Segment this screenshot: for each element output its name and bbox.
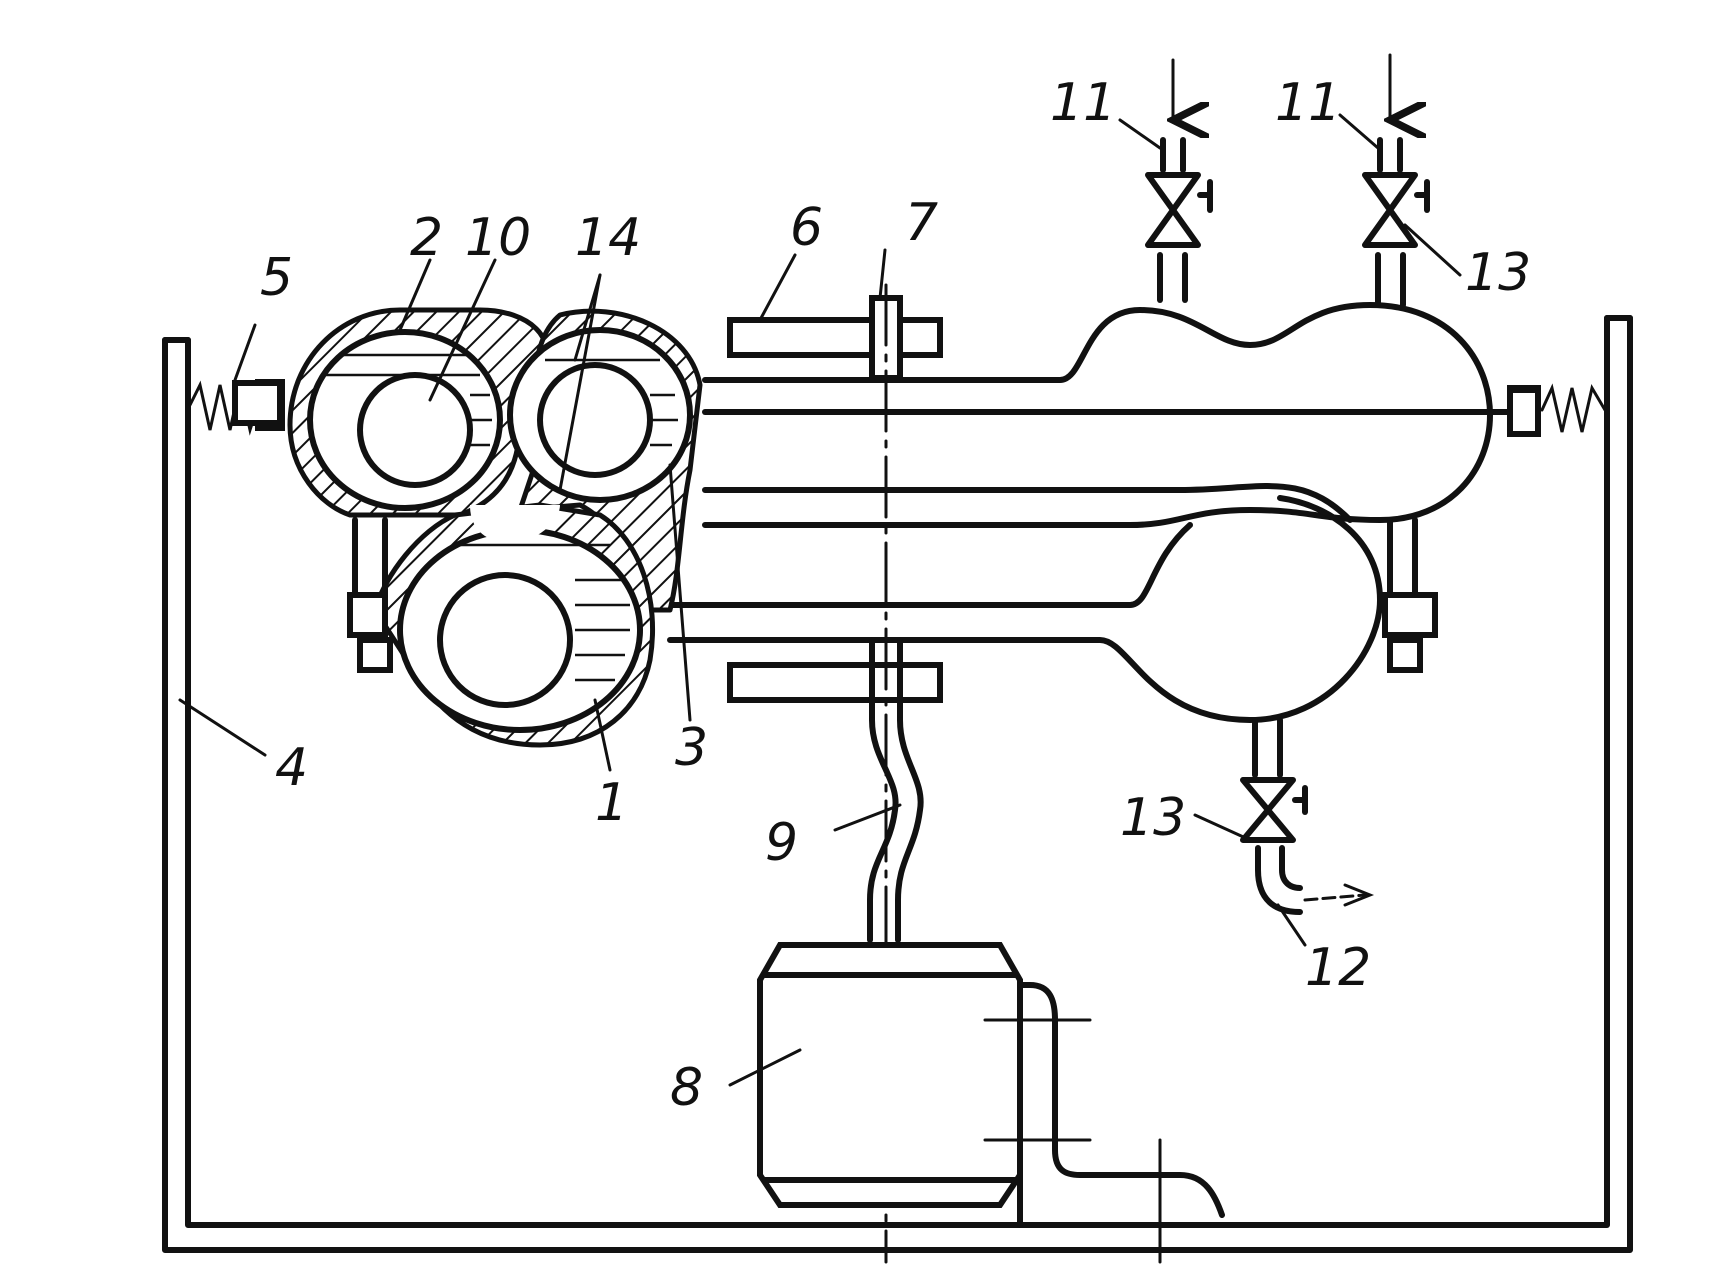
leader-lines xyxy=(178,113,1462,1087)
label-14: 14 xyxy=(575,208,641,268)
label-1: 1 xyxy=(595,773,628,833)
liquid-lines xyxy=(325,353,678,682)
label-11-right: 11 xyxy=(1275,73,1341,133)
label-13-bottom: 13 xyxy=(1120,788,1186,848)
grinding-ball-lower xyxy=(437,572,573,708)
label-7: 7 xyxy=(905,193,938,253)
flexible-coupling xyxy=(867,717,924,943)
label-5: 5 xyxy=(260,248,293,308)
unbalance-weight-top xyxy=(727,317,943,358)
unbalance-weight-bottom xyxy=(727,662,943,703)
label-4: 4 xyxy=(275,738,308,798)
electric-motor xyxy=(757,942,1225,1264)
label-11-left: 11 xyxy=(1050,73,1116,133)
label-2: 2 xyxy=(410,208,443,268)
callout-labels: 5 2 10 14 6 7 11 11 13 4 3 1 9 13 12 8 xyxy=(260,73,1531,1118)
label-10: 10 xyxy=(465,208,531,268)
grinding-ball-upper-left xyxy=(357,372,473,488)
label-12: 12 xyxy=(1305,938,1371,998)
label-9: 9 xyxy=(765,813,798,873)
tank xyxy=(162,315,1633,1253)
label-3: 3 xyxy=(675,718,708,778)
label-13-top: 13 xyxy=(1465,243,1531,303)
vibrating-frame xyxy=(667,302,1541,723)
feed-pipe-right xyxy=(1362,53,1430,308)
label-8: 8 xyxy=(670,1058,703,1118)
grinding-ball-upper-right xyxy=(537,362,653,478)
feed-pipe-left xyxy=(1145,58,1213,303)
label-6: 6 xyxy=(790,198,823,258)
grinding-chamber xyxy=(232,307,1438,748)
discharge-pipe xyxy=(1240,717,1375,915)
